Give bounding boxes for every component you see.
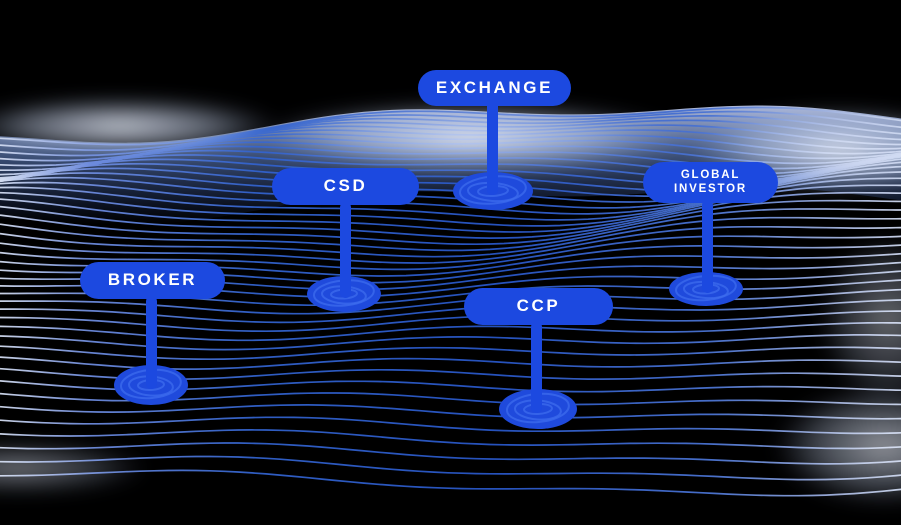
broker-stem	[146, 296, 157, 389]
global-investor-stem	[702, 200, 713, 293]
csd-stem	[340, 202, 351, 298]
global-investor-label: GLOBAL INVESTOR	[674, 168, 747, 195]
csd-label: CSD	[323, 176, 368, 196]
ccp-pill: CCP	[464, 288, 613, 325]
csd-pill: CSD	[272, 168, 419, 205]
ccp-label: CCP	[516, 296, 561, 316]
exchange-label: EXCHANGE	[435, 77, 554, 97]
exchange-pill: EXCHANGE	[418, 70, 571, 106]
exchange-stem	[487, 100, 498, 195]
broker-label: BROKER	[107, 270, 198, 290]
ccp-stem	[531, 322, 542, 413]
global-investor-pill: GLOBAL INVESTOR	[643, 162, 778, 203]
broker-pill: BROKER	[80, 262, 225, 299]
